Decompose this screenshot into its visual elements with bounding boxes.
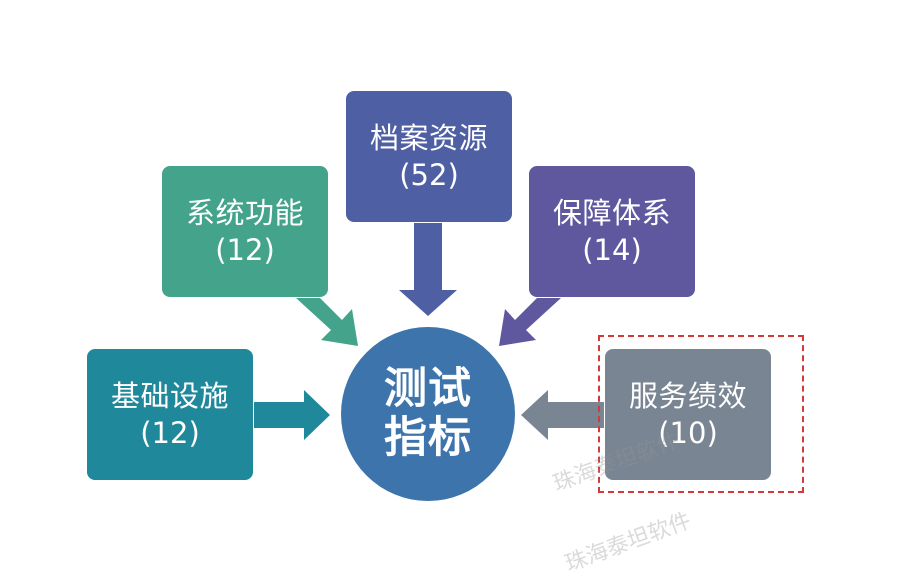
- arrow-infrastructure-to-center: [254, 390, 330, 440]
- node-archive: 档案资源 (52): [346, 91, 512, 222]
- node-infrastructure-label: 基础设施: [110, 379, 229, 414]
- center-line1: 测试: [384, 363, 472, 414]
- node-security: 保障体系 (14): [529, 166, 695, 297]
- node-performance-label: 服务绩效: [628, 379, 747, 414]
- arrow-security-to-center: [499, 298, 561, 346]
- node-infrastructure: 基础设施 (12): [87, 349, 253, 480]
- node-system: 系统功能 (12): [162, 166, 328, 297]
- arrow-performance-to-center: [521, 390, 604, 440]
- node-infrastructure-count: (12): [140, 415, 200, 450]
- arrows-layer: [254, 223, 604, 440]
- arrow-archive-to-center: [399, 223, 457, 316]
- center-line2: 指标: [384, 413, 472, 463]
- node-system-label: 系统功能: [185, 196, 304, 231]
- arrow-system-to-center: [296, 298, 358, 346]
- node-performance-count: (10): [658, 415, 718, 450]
- highlight-dashed-box: [598, 335, 804, 493]
- node-performance: 服务绩效 (10): [605, 349, 771, 480]
- node-security-label: 保障体系: [552, 196, 671, 231]
- diagram-canvas: 档案资源 (52) 系统功能 (12) 保障体系 (14) 基础设施 (12) …: [87, 91, 804, 577]
- node-system-count: (12): [215, 232, 275, 267]
- node-security-count: (14): [582, 232, 642, 267]
- node-archive-count: (52): [399, 157, 459, 192]
- center-circle: 测试 指标: [341, 327, 515, 501]
- node-archive-label: 档案资源: [369, 121, 488, 156]
